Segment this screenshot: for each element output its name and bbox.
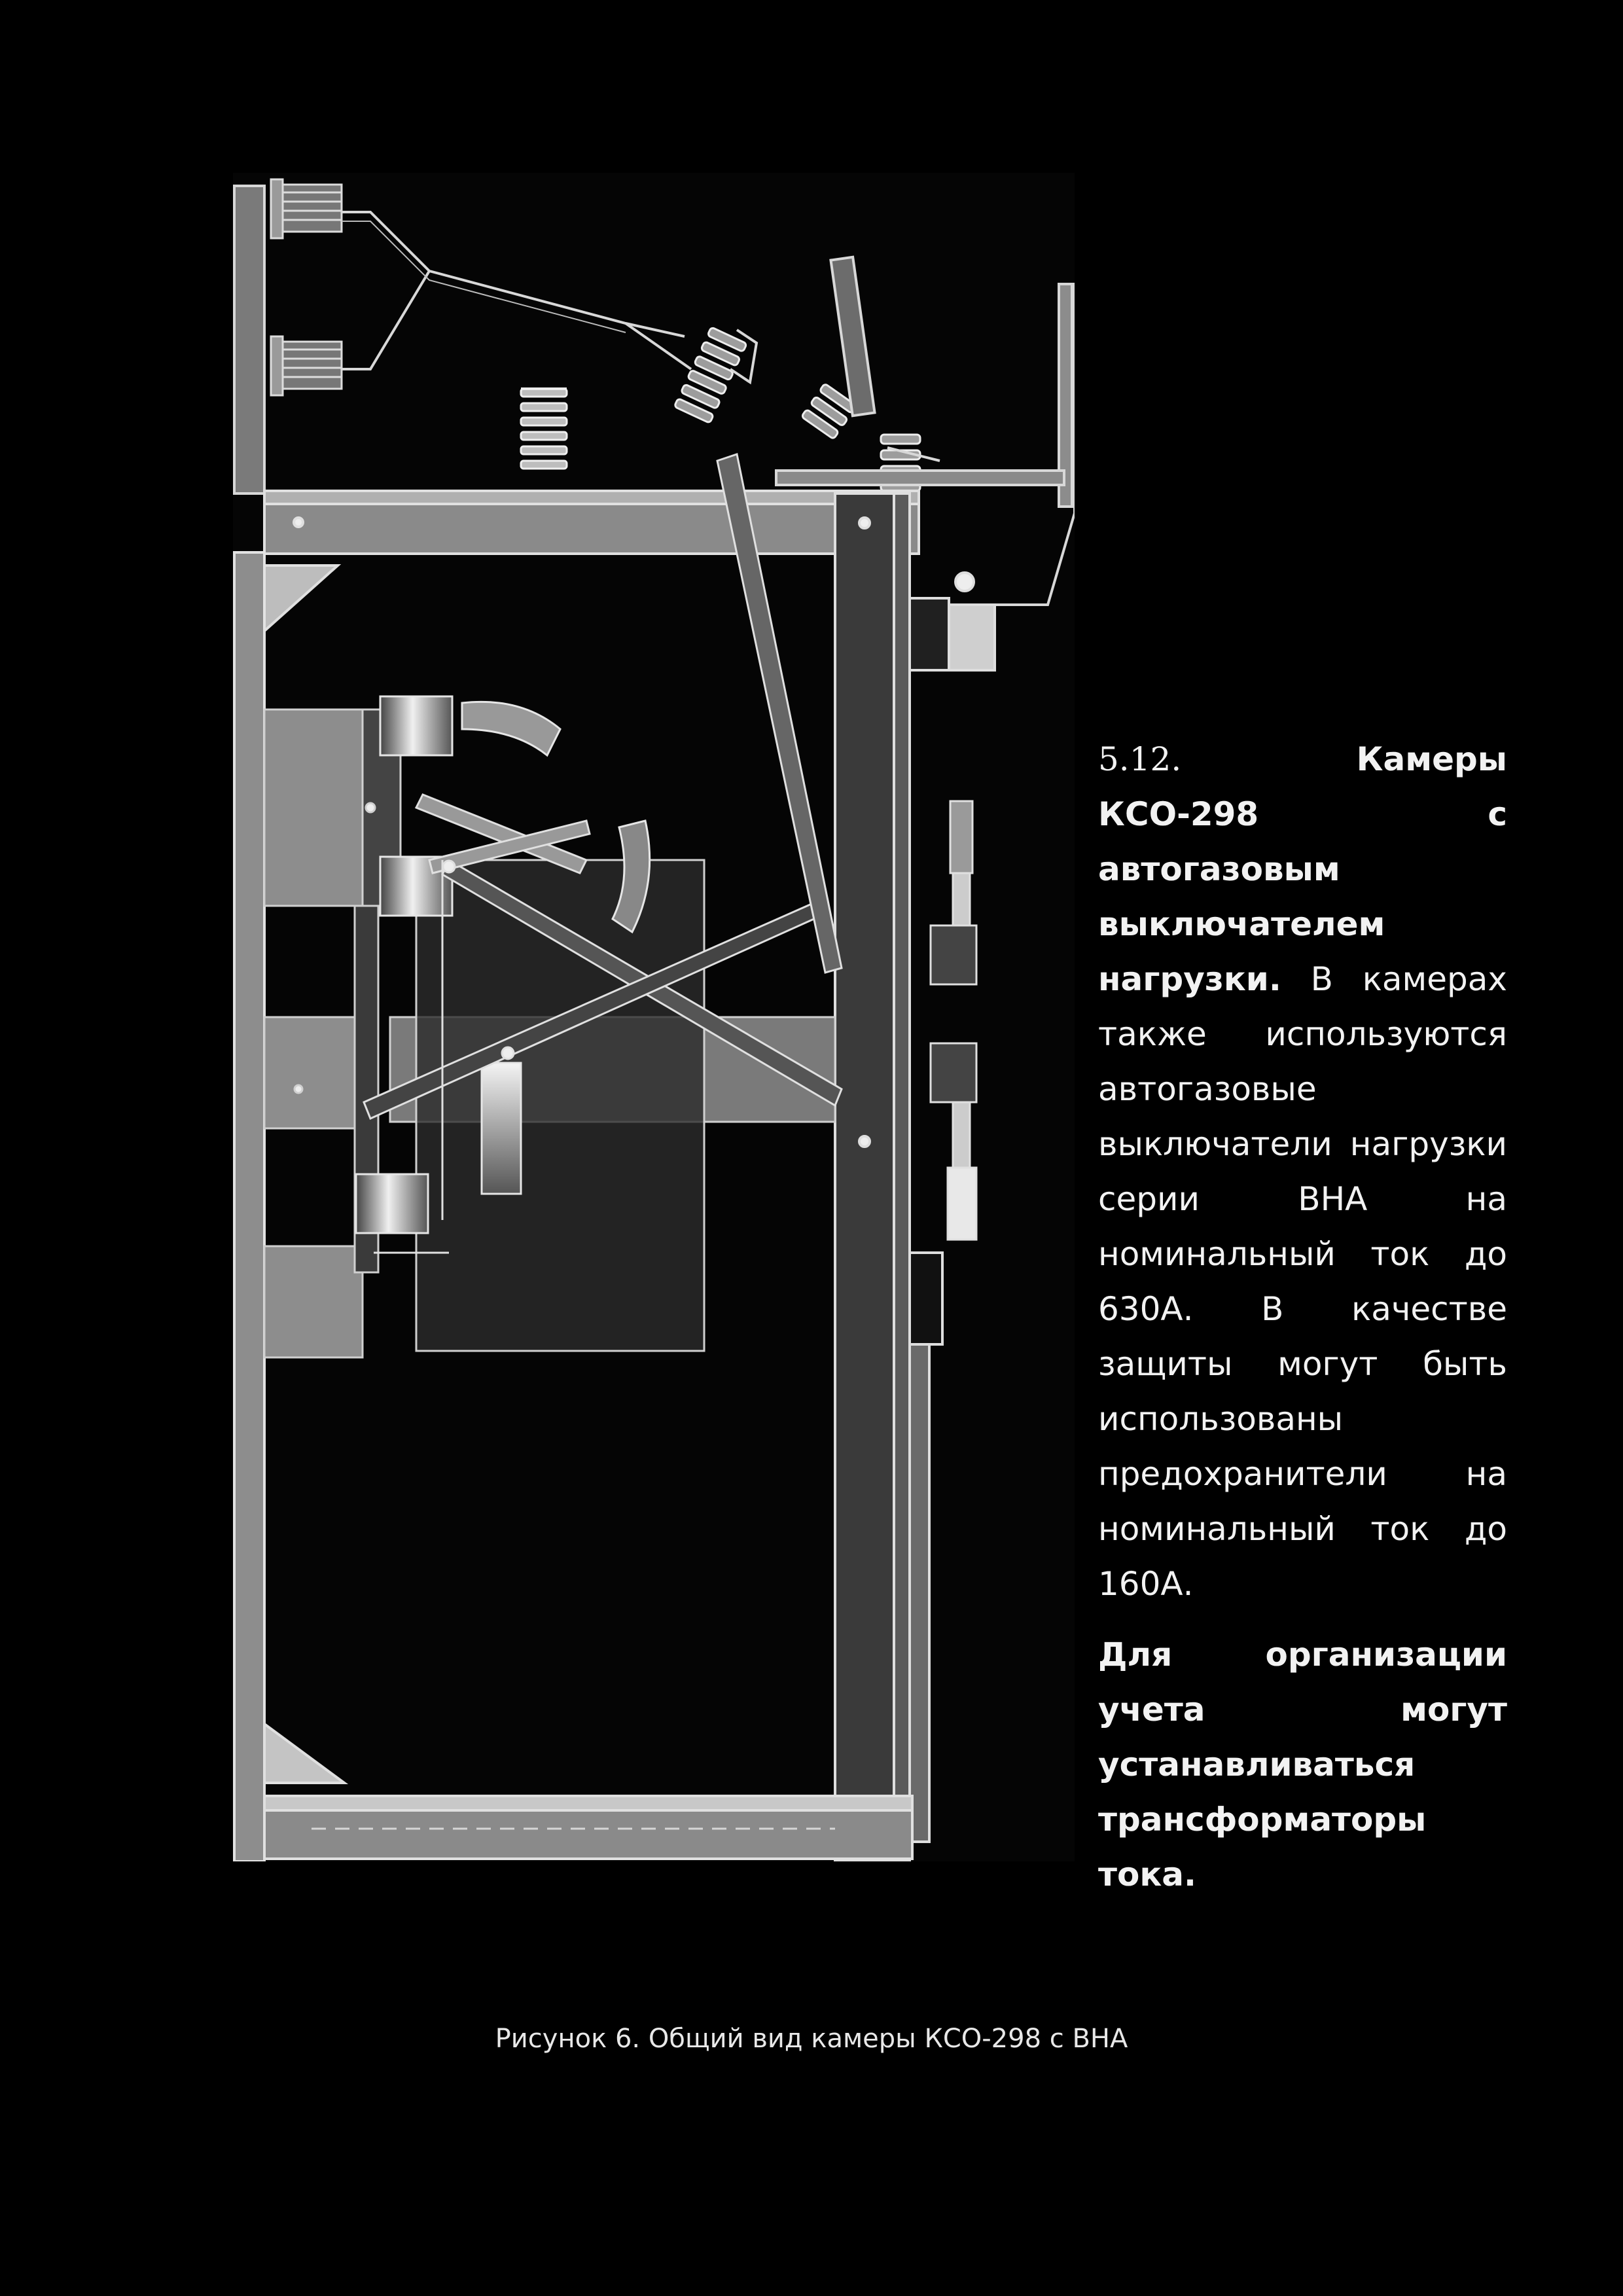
upper-frame-beam <box>263 490 920 634</box>
figure-caption: Рисунок 6. Общий вид камеры КСО-298 с ВН… <box>495 2024 1128 2054</box>
drive-handles <box>929 800 978 1241</box>
switch-panel <box>263 708 836 1359</box>
left-frame-post <box>233 551 266 1861</box>
switchgear-cabinet-drawing <box>233 173 1075 1861</box>
section-text: 5.12. Камеры КСО-298 с автогазовым выклю… <box>1098 732 1507 1902</box>
bushing-insulator <box>270 178 343 397</box>
section-paragraph: 5.12. Камеры КСО-298 с автогазовым выклю… <box>1098 732 1507 1611</box>
fuse-holders <box>355 695 651 1234</box>
switch-linkages <box>363 453 843 1254</box>
lower-frame-beam <box>263 1721 914 1860</box>
section-body: В камерах также используются автогазовые… <box>1098 960 1507 1603</box>
section-heading: Камеры КСО-298 с автогазовым выключателе… <box>1098 740 1507 998</box>
section-number: 5.12. <box>1098 740 1182 778</box>
section-note: Для организации учета могут устанавливат… <box>1098 1636 1507 1893</box>
front-frame-column <box>834 492 996 1861</box>
busbar-compartment <box>233 178 1075 606</box>
